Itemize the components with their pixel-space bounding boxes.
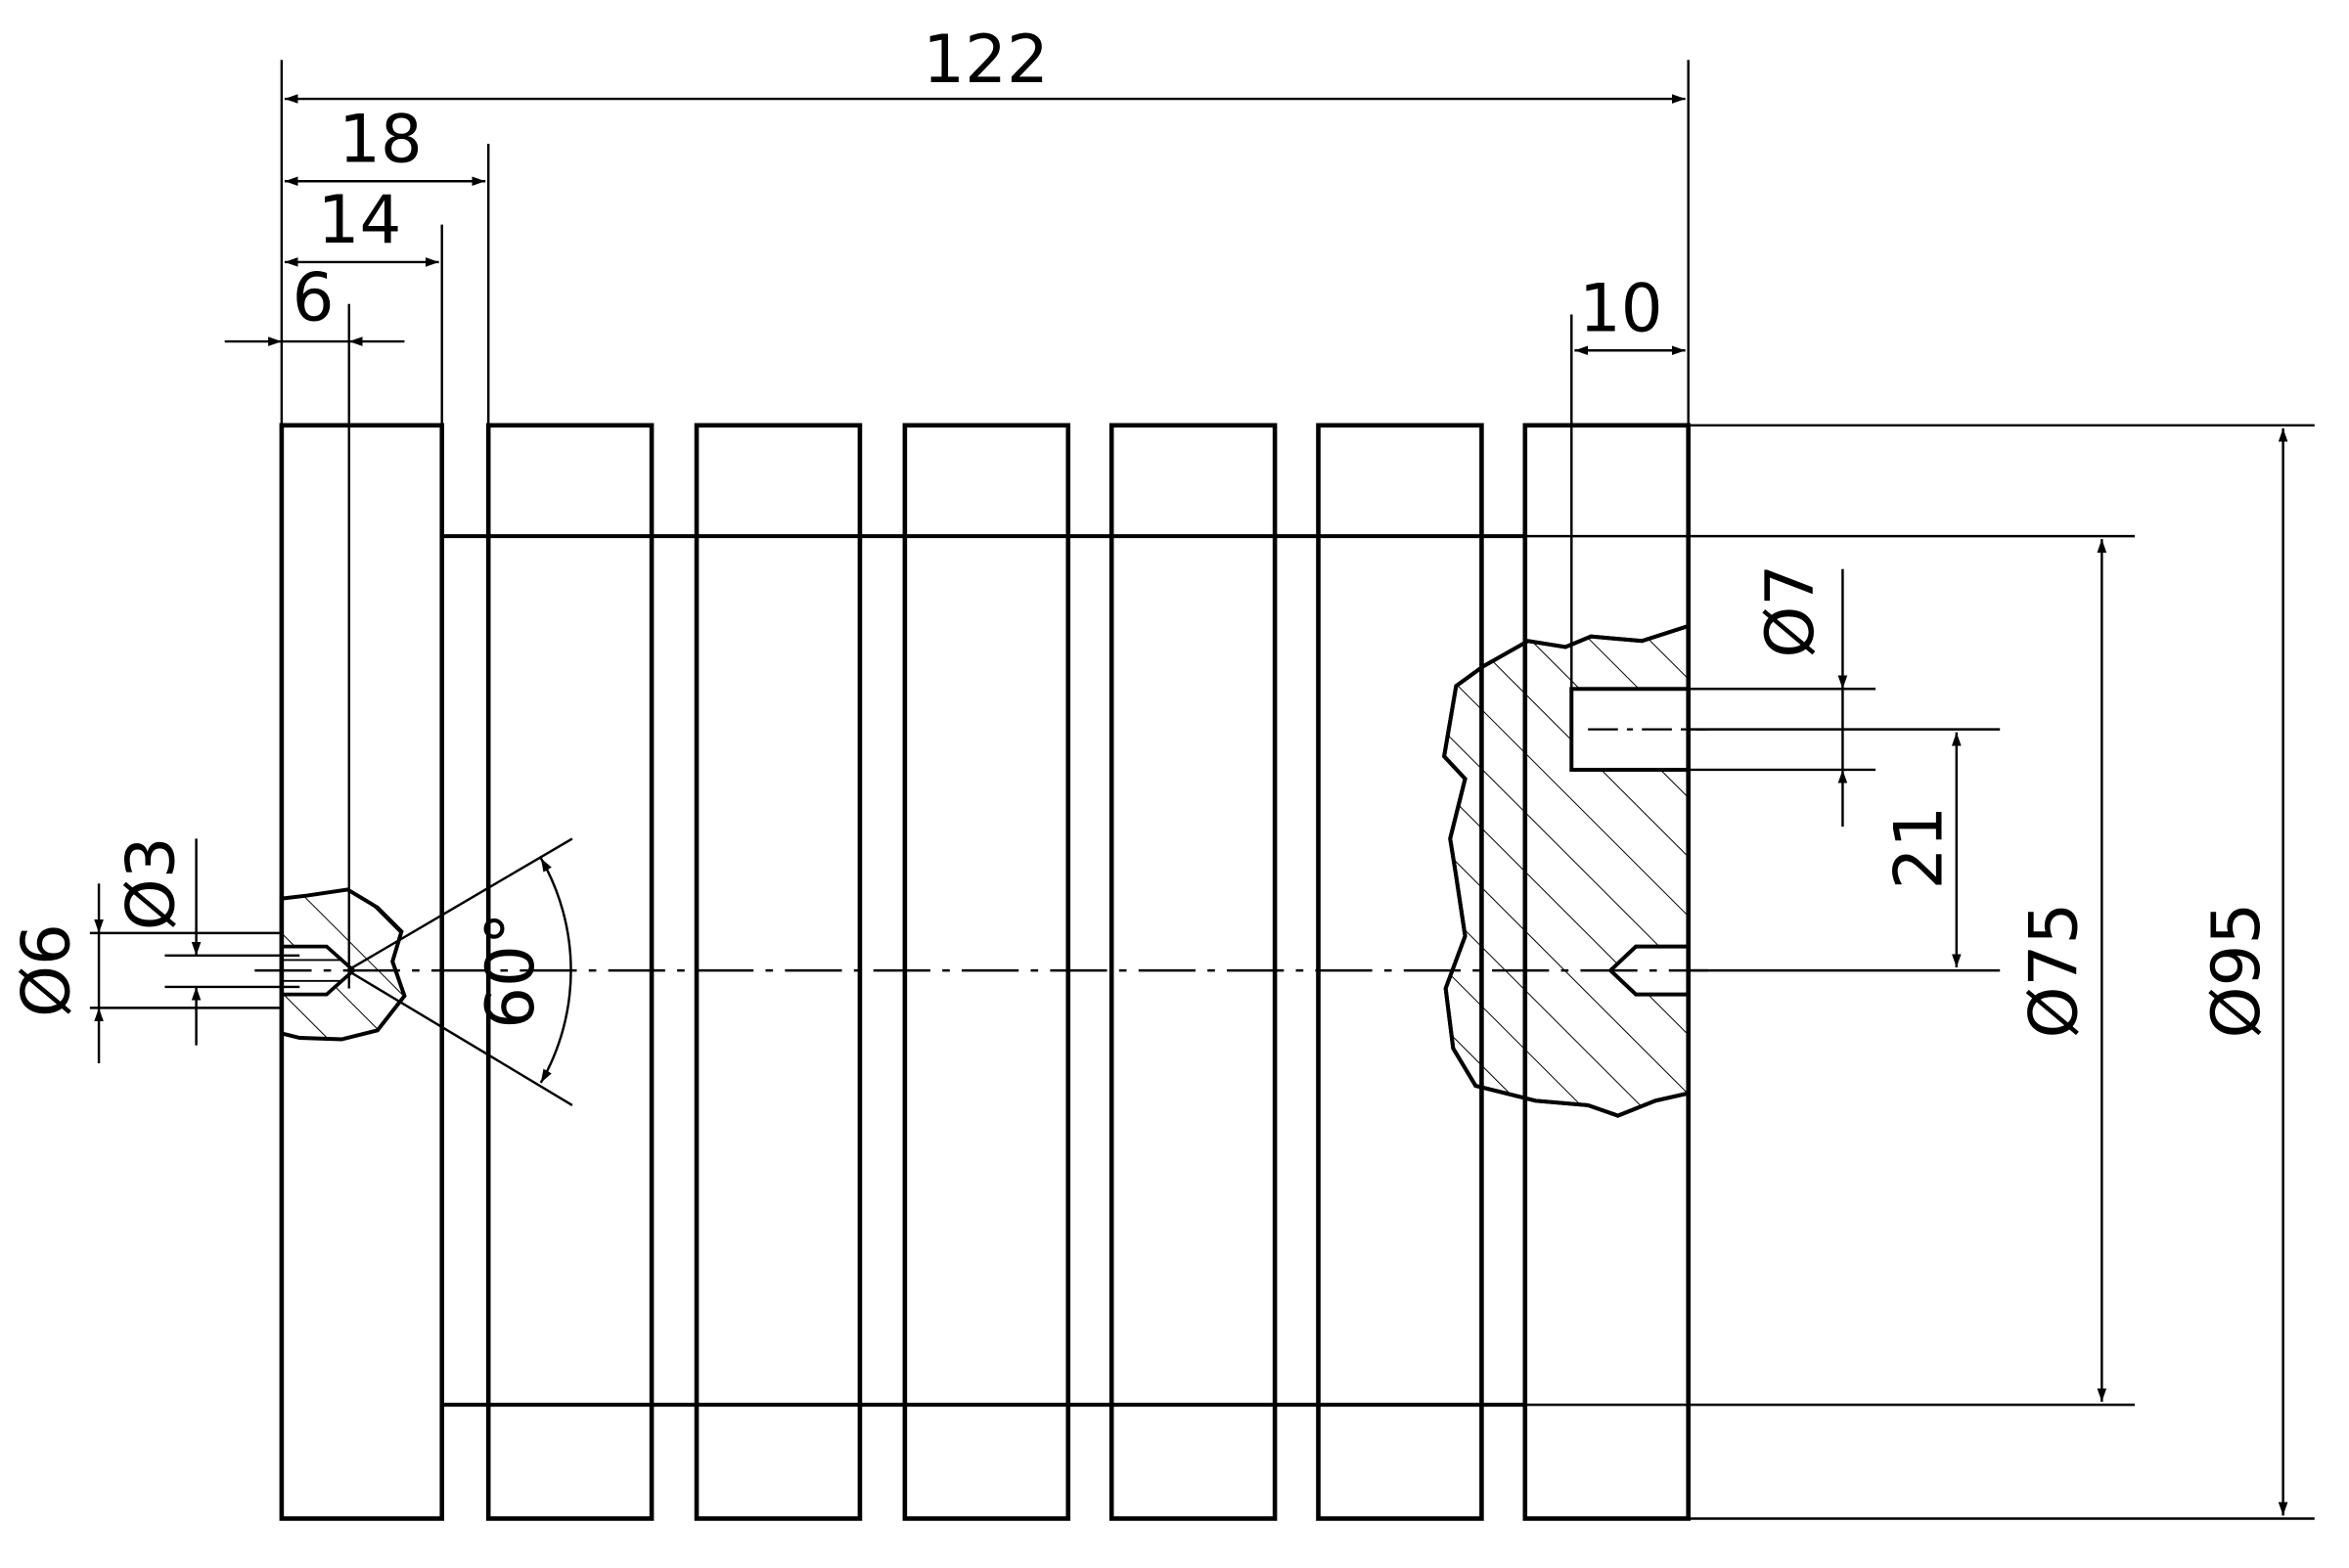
dim-hole-diameter-7: Ø7 bbox=[1751, 564, 1829, 658]
dim-hole-height-21: 21 bbox=[1879, 806, 1957, 890]
disc-5 bbox=[1108, 423, 1278, 1521]
dim-angle-60: 60° bbox=[472, 912, 549, 1028]
dim-center-hole-offset: 6 bbox=[293, 259, 335, 336]
dim-outer-diameter-95: Ø95 bbox=[2197, 903, 2275, 1039]
dimension-lines bbox=[94, 94, 2288, 1516]
dim-bore-diameter-75: Ø75 bbox=[2014, 903, 2092, 1039]
section-hatch-left bbox=[279, 887, 407, 1042]
discs bbox=[279, 423, 1692, 1521]
disc-6 bbox=[1316, 423, 1484, 1521]
dim-center-diameter-3: Ø3 bbox=[113, 836, 190, 930]
dim-end-hole-offset: 10 bbox=[1579, 269, 1663, 346]
core-cylinder bbox=[441, 534, 1525, 1408]
disc-3 bbox=[694, 423, 863, 1521]
disc-4 bbox=[902, 423, 1071, 1521]
disc-1 bbox=[279, 423, 445, 1521]
break-line-right bbox=[1441, 624, 1690, 1118]
dim-center-diameter-6: Ø6 bbox=[7, 923, 84, 1017]
dim-groove-offset: 18 bbox=[339, 100, 423, 177]
dim-overall-length: 122 bbox=[923, 21, 1049, 98]
dim-first-disc-width: 14 bbox=[318, 181, 402, 258]
disc-2 bbox=[485, 423, 655, 1521]
disc-7 bbox=[1522, 423, 1692, 1521]
extension-lines bbox=[89, 60, 2315, 1520]
